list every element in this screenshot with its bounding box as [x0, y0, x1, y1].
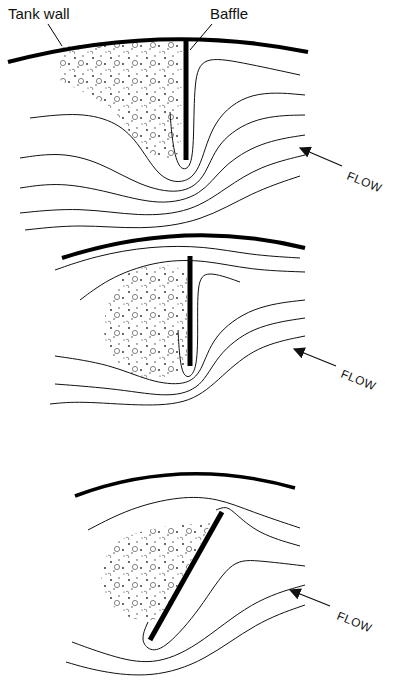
flow-arrow	[300, 148, 342, 166]
flow-label: FLOW	[343, 169, 386, 196]
streamlines	[20, 60, 305, 675]
streamline	[143, 561, 305, 650]
streamline	[55, 246, 300, 270]
streamline	[80, 261, 305, 300]
streamline	[55, 300, 305, 384]
streamline	[72, 585, 305, 662]
streamline	[178, 274, 240, 377]
baffle	[184, 41, 189, 160]
part-label: Tank wall	[6, 6, 72, 23]
streamline	[216, 508, 300, 546]
streamline	[30, 93, 305, 181]
streamline	[88, 497, 300, 530]
flow-label: FLOW	[337, 367, 380, 394]
eddy-region	[104, 265, 187, 378]
streamline	[25, 176, 300, 230]
baffle	[150, 512, 222, 640]
eddy-region	[60, 41, 182, 158]
flow-arrow	[294, 349, 336, 366]
streamline	[66, 605, 305, 675]
leader-line	[48, 24, 62, 46]
part-label: Baffle	[208, 6, 250, 23]
streamline	[170, 60, 300, 169]
baffle	[188, 256, 193, 366]
eddy-region	[101, 522, 212, 620]
leader-line	[190, 24, 212, 50]
streamline	[55, 318, 305, 395]
flow-label: FLOW	[333, 609, 376, 636]
flow-arrow	[290, 590, 330, 606]
tank-wall	[75, 474, 295, 496]
streamline	[20, 155, 305, 215]
streamline	[20, 135, 305, 202]
streamline	[50, 336, 305, 405]
streamline	[20, 115, 305, 191]
tank-wall	[8, 39, 308, 62]
